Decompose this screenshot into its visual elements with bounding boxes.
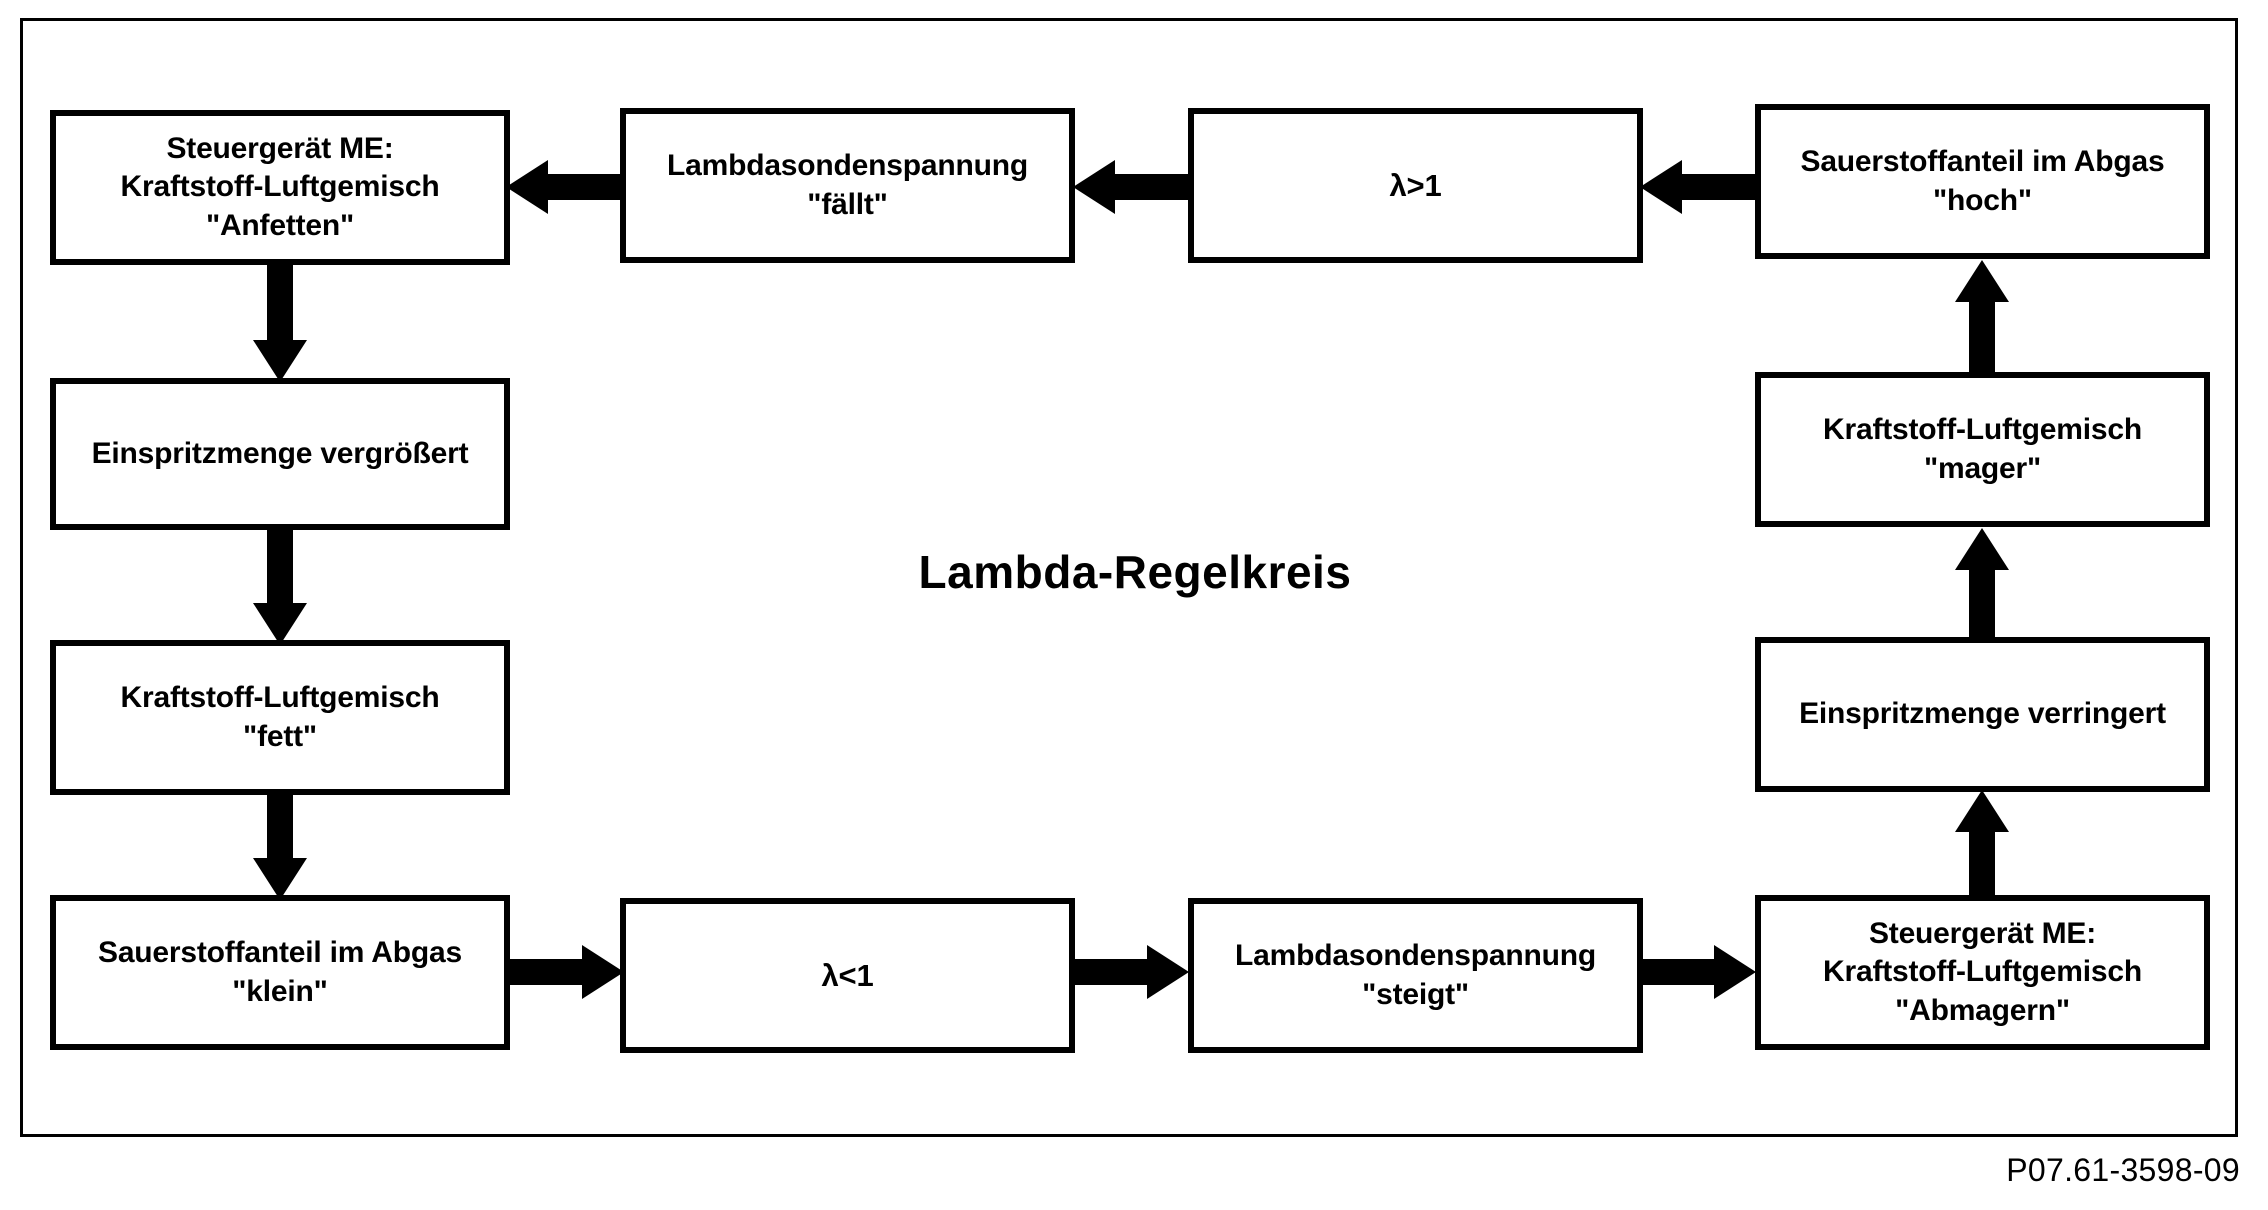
- arrow-anfetten-to-einspritzmenge-vergroessert: [249, 260, 311, 382]
- node-line: "Anfetten": [205, 208, 355, 242]
- node-lambdasondenspannung-steigt[interactable]: Lambdasondenspannung "steigt": [1188, 898, 1643, 1053]
- node-line: Lambdasondenspannung: [1234, 939, 1596, 973]
- arrow-einspritzmenge-verringert-to-gemisch-mager: [1951, 528, 2013, 645]
- node-lambda-groesser-eins[interactable]: λ>1: [1188, 108, 1643, 263]
- node-sauerstoffanteil-klein[interactable]: Sauerstoffanteil im Abgas "klein": [50, 895, 510, 1050]
- arrow-lambda-gt1-to-spannung-faellt: [1073, 156, 1189, 218]
- node-line: λ>1: [1389, 167, 1442, 203]
- node-line: "fett": [243, 719, 317, 753]
- arrow-gemisch-mager-to-sauerstoff-hoch: [1951, 260, 2013, 382]
- arrow-spannung-steigt-to-abmagern: [1636, 941, 1756, 1003]
- node-sauerstoffanteil-hoch[interactable]: Sauerstoffanteil im Abgas "hoch": [1755, 104, 2210, 259]
- node-line: Einspritzmenge vergrößert: [91, 436, 469, 470]
- node-line: Steuergerät ME:: [1868, 916, 2097, 950]
- arrow-lambda-lt1-to-spannung-steigt: [1069, 941, 1189, 1003]
- node-line: "fällt": [807, 187, 888, 221]
- node-einspritzmenge-verringert[interactable]: Einspritzmenge verringert: [1755, 637, 2210, 792]
- node-line: "Abmagern": [1895, 993, 2070, 1027]
- node-line: Einspritzmenge verringert: [1799, 697, 2166, 731]
- node-einspritzmenge-vergroessert[interactable]: Einspritzmenge vergrößert: [50, 378, 510, 530]
- node-kraftstoff-luftgemisch-fett[interactable]: Kraftstoff-Luftgemisch "fett": [50, 640, 510, 795]
- node-line: Sauerstoffanteil im Abgas: [1800, 145, 2165, 179]
- node-line: Sauerstoffanteil im Abgas: [98, 936, 462, 970]
- node-line: λ<1: [821, 957, 874, 993]
- node-line: Steuergerät ME:: [166, 131, 394, 165]
- arrow-sauerstoff-hoch-to-lambda-gt1: [1640, 156, 1756, 218]
- node-line: Lambdasondenspannung: [666, 149, 1028, 183]
- node-steuergeraet-anfetten[interactable]: Steuergerät ME: Kraftstoff-Luftgemisch "…: [50, 110, 510, 265]
- node-steuergeraet-abmagern[interactable]: Steuergerät ME: Kraftstoff-Luftgemisch "…: [1755, 895, 2210, 1050]
- diagram-title: Lambda-Regelkreis: [918, 546, 1352, 598]
- node-lambdasondenspannung-faellt[interactable]: Lambdasondenspannung "fällt": [620, 108, 1075, 263]
- arrow-abmagern-to-einspritzmenge-verringert: [1951, 790, 2013, 900]
- node-line: "klein": [232, 974, 328, 1008]
- node-line: "mager": [1923, 451, 2042, 485]
- arrow-spannung-faellt-to-steuergeraet-anfetten: [506, 156, 624, 218]
- node-line: Kraftstoff-Luftgemisch: [1823, 955, 2142, 989]
- arrow-einspritzmenge-vergroessert-to-gemisch-fett: [249, 528, 311, 645]
- diagram-caption: P07.61-3598-09: [2006, 1152, 2240, 1188]
- arrow-gemisch-fett-to-sauerstoff-klein: [249, 790, 311, 900]
- node-kraftstoff-luftgemisch-mager[interactable]: Kraftstoff-Luftgemisch "mager": [1755, 372, 2210, 527]
- node-line: Kraftstoff-Luftgemisch: [1823, 413, 2142, 447]
- node-line: Kraftstoff-Luftgemisch: [120, 170, 440, 204]
- node-line: "hoch": [1933, 183, 2032, 217]
- node-lambda-kleiner-eins[interactable]: λ<1: [620, 898, 1075, 1053]
- node-line: "steigt": [1362, 977, 1469, 1011]
- node-line: Kraftstoff-Luftgemisch: [120, 681, 440, 715]
- arrow-sauerstoff-klein-to-lambda-lt1: [506, 941, 624, 1003]
